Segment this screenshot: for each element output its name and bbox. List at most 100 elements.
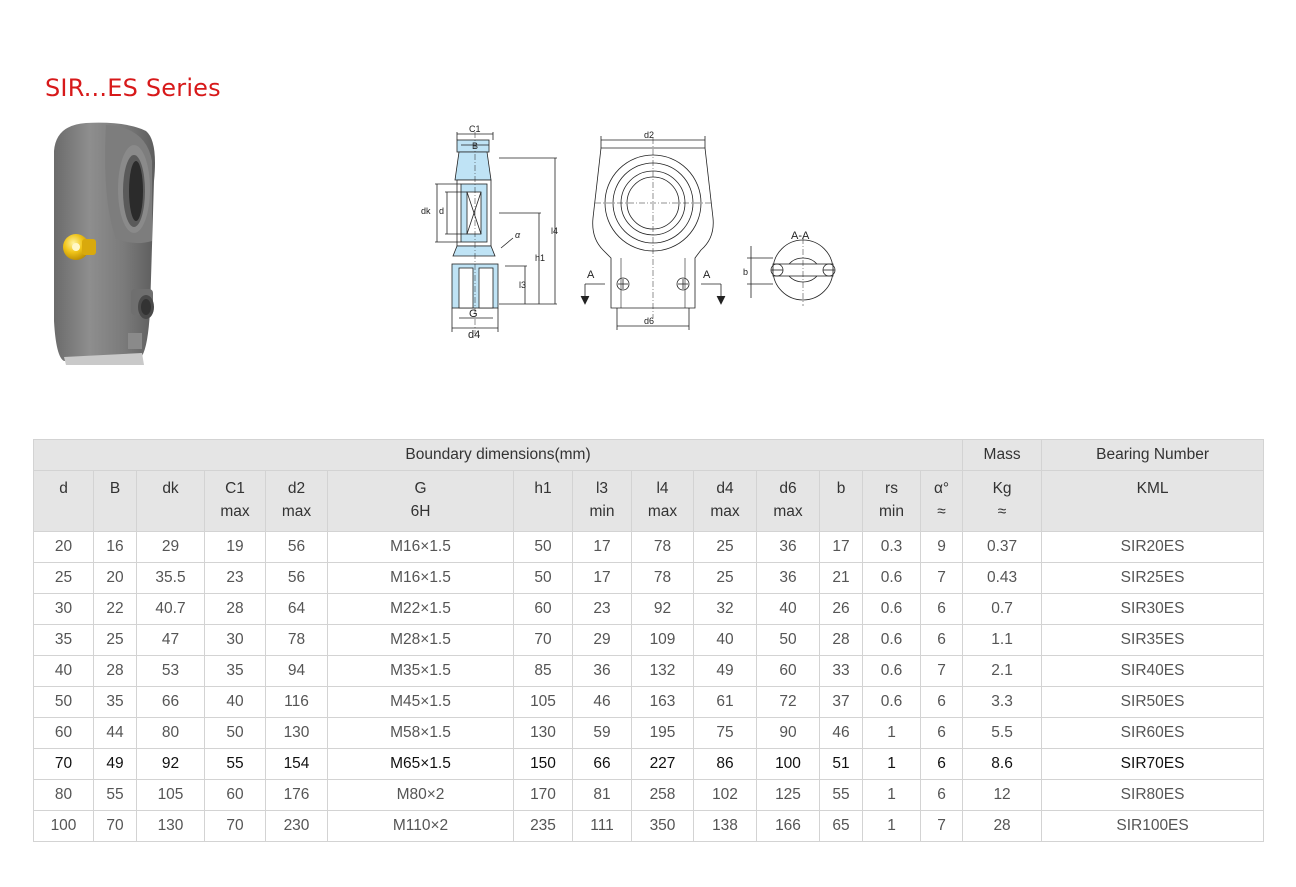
table-cell: 227 [631, 748, 694, 780]
header-bearing-number: Bearing Number [1041, 439, 1265, 471]
table-cell: 0.7 [962, 593, 1043, 625]
table-cell: 70 [93, 810, 137, 842]
label-b-side: b [743, 267, 748, 277]
column-header-label: l4 [656, 480, 669, 497]
table-cell: 20 [33, 531, 94, 563]
column-header-label: α° [933, 480, 950, 497]
table-cell: 35 [33, 624, 94, 656]
table-cell: 28 [204, 593, 266, 625]
table-cell: 29 [136, 531, 205, 563]
table-cell: 56 [265, 531, 328, 563]
table-cell: 125 [756, 779, 820, 811]
table-cell: 100 [756, 748, 820, 780]
table-cell: 55 [819, 779, 863, 811]
table-cell: 258 [631, 779, 694, 811]
column-header: dk [136, 470, 205, 532]
table-cell: M110×2 [327, 810, 514, 842]
table-cell: 49 [693, 655, 757, 687]
table-cell: 230 [265, 810, 328, 842]
table-cell: SIR60ES [1041, 717, 1265, 749]
column-header: b [819, 470, 863, 532]
table-cell: 32 [693, 593, 757, 625]
table-cell: 50 [513, 531, 573, 563]
table-cell: 130 [513, 717, 573, 749]
table-cell: 350 [631, 810, 694, 842]
table-cell: 36 [756, 562, 820, 594]
table-cell: SIR30ES [1041, 593, 1265, 625]
table-cell: 40 [756, 593, 820, 625]
table-cell: 81 [572, 779, 632, 811]
table-cell: 75 [693, 717, 757, 749]
table-cell: 138 [693, 810, 757, 842]
column-header: l4 max [631, 470, 694, 532]
table-cell: 35 [204, 655, 266, 687]
table-cell: 7 [919, 562, 964, 594]
table-cell: 170 [513, 779, 573, 811]
column-header-sublabel: 6H [410, 503, 431, 520]
table-cell: 55 [93, 779, 137, 811]
table-cell: 85 [513, 655, 573, 687]
column-header-label: d [59, 480, 68, 497]
table-cell: 9 [919, 531, 964, 563]
table-cell: 40 [204, 686, 266, 718]
table-cell: 78 [631, 531, 694, 563]
table-cell: 176 [265, 779, 328, 811]
table-cell: 66 [136, 686, 205, 718]
header-group-row: Boundary dimensions(mm) Mass Bearing Num… [32, 439, 1265, 471]
header-mass: Mass [962, 439, 1043, 471]
label-a-right: A [703, 269, 711, 281]
label-l3: l3 [519, 280, 526, 290]
table-cell: 17 [572, 531, 632, 563]
table-cell: 0.6 [862, 686, 921, 718]
table-cell: 16 [93, 531, 137, 563]
column-header-label: d2 [287, 480, 306, 497]
table-cell: 25 [33, 562, 94, 594]
table-cell: 111 [572, 810, 632, 842]
table-cell: SIR80ES [1041, 779, 1265, 811]
table-cell: 0.3 [862, 531, 921, 563]
table-cell: 47 [136, 624, 205, 656]
table-cell: M58×1.5 [327, 717, 514, 749]
table-cell: 150 [513, 748, 573, 780]
table-cell: 5.5 [962, 717, 1043, 749]
table-cell: 6 [919, 717, 964, 749]
table-cell: SIR100ES [1041, 810, 1265, 842]
column-header-sublabel: max [647, 503, 678, 520]
table-cell: 70 [33, 748, 94, 780]
table-cell: 130 [136, 810, 205, 842]
table-cell: 0.6 [862, 562, 921, 594]
table-cell: 66 [572, 748, 632, 780]
table-cell: 78 [631, 562, 694, 594]
table-cell: SIR40ES [1041, 655, 1265, 687]
table-cell: 80 [136, 717, 205, 749]
table-cell: 65 [819, 810, 863, 842]
table-cell: 28 [819, 624, 863, 656]
table-cell: 25 [693, 531, 757, 563]
table-cell: 40 [33, 655, 94, 687]
column-header: d [33, 470, 94, 532]
label-section-aa: A-A [791, 230, 810, 242]
column-header-label: G [414, 480, 427, 497]
table-cell: 116 [265, 686, 328, 718]
column-header-sublabel: max [220, 503, 250, 520]
table-cell: SIR50ES [1041, 686, 1265, 718]
table-cell: 7 [919, 810, 964, 842]
column-header-label: dk [162, 480, 179, 497]
label-dk: dk [421, 206, 431, 216]
column-header-sublabel: max [710, 503, 740, 520]
column-header: B [93, 470, 137, 532]
table-cell: 0.6 [862, 593, 921, 625]
table-cell: 61 [693, 686, 757, 718]
table-cell: 2.1 [962, 655, 1043, 687]
column-header: Kg≈ [962, 470, 1043, 532]
label-l4: l4 [551, 226, 558, 236]
table-cell: 19 [204, 531, 266, 563]
table-cell: 3.3 [962, 686, 1043, 718]
label-alpha: α [515, 230, 521, 240]
